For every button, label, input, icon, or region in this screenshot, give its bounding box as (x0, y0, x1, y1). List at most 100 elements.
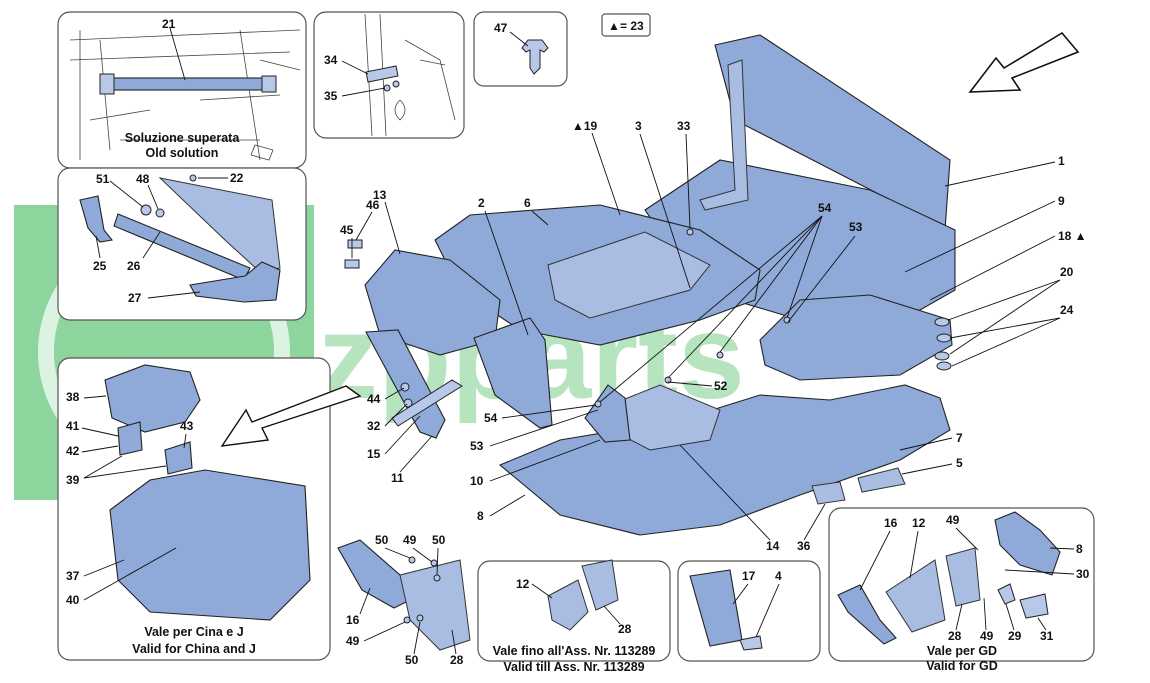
callout-16-bottom: 16 (346, 613, 360, 627)
callout-47: 47 (494, 21, 508, 35)
callout-46: 46 (366, 198, 380, 212)
panel-china-j: 38 41 42 43 39 37 40 Vale per Cina e J V… (57, 357, 362, 661)
part-strip (699, 59, 749, 211)
callout-38: 38 (66, 390, 80, 404)
part-28-till (581, 559, 619, 611)
callout-22: 22 (230, 171, 244, 185)
caption-old-solution-en: Old solution (146, 146, 219, 160)
part-16-bottom (337, 539, 411, 609)
callout-50-a: 50 (375, 533, 389, 547)
callout-12-gd: 12 (912, 516, 926, 530)
callout-35: 35 (324, 89, 338, 103)
part-34 (365, 65, 399, 83)
callout-3: 3 (635, 119, 642, 133)
callout-20: 20 (1060, 265, 1074, 279)
panel-till-ass: 12 28 Vale fino all'Ass. Nr. 113289 Vali… (477, 559, 671, 674)
callout-53-bottom: 53 (470, 439, 484, 453)
callout-32: 32 (367, 419, 381, 433)
callout-33: 33 (677, 119, 691, 133)
callout-11: 11 (391, 471, 404, 485)
callout-45: 45 (340, 223, 354, 237)
caption-old-solution-it: Soluzione superata (125, 131, 241, 145)
part-12-gd (885, 559, 946, 633)
callout-12-till: 12 (516, 577, 530, 591)
callout-27: 27 (128, 291, 142, 305)
callout-54-top: 54 (818, 201, 832, 215)
callout-50-b: 50 (432, 533, 446, 547)
part-12-till (547, 579, 589, 631)
legend-text: = 23 (620, 19, 644, 33)
callout-44: 44 (367, 392, 381, 406)
callout-49-gd-b: 49 (980, 629, 994, 643)
caption-china-en: Valid for China and J (132, 642, 256, 656)
caption-china-it: Vale per Cina e J (144, 625, 243, 639)
callout-36: 36 (797, 539, 811, 553)
callout-10: 10 (470, 474, 484, 488)
callout-21: 21 (162, 17, 176, 31)
panel-47: 47 (473, 11, 568, 87)
callout-50-c: 50 (405, 653, 419, 667)
callout-9: 9 (1058, 194, 1065, 208)
callout-17: 17 (742, 569, 756, 583)
caption-gd-it: Vale per GD (927, 644, 997, 658)
callout-6: 6 (524, 196, 531, 210)
part-37-tub (109, 469, 311, 621)
callout-4: 4 (775, 569, 782, 583)
part-8-gd (994, 511, 1061, 576)
part-10 (584, 384, 631, 443)
callout-8-gd: 8 (1076, 542, 1083, 556)
callout-19: ▲19 (572, 119, 598, 133)
caption-gd-en: Valid for GD (926, 659, 998, 673)
part-25 (79, 195, 114, 243)
callout-16-gd: 16 (884, 516, 898, 530)
callout-24: 24 (1060, 303, 1074, 317)
panel-bracket-group: 51 48 22 25 26 27 (57, 167, 307, 321)
part-5 (857, 467, 906, 493)
callout-49-gd-a: 49 (946, 513, 960, 527)
callout-25: 25 (93, 259, 107, 273)
part-27 (189, 261, 281, 303)
group-bottom-bracket: 50 49 50 16 49 50 28 (337, 533, 471, 667)
legend-symbol: ▲ (608, 19, 620, 33)
part-21-bar (104, 77, 271, 91)
callout-51: 51 (96, 172, 110, 186)
callout-7: 7 (956, 431, 963, 445)
callout-5: 5 (956, 456, 963, 470)
callout-40: 40 (66, 593, 80, 607)
callout-15: 15 (367, 447, 381, 461)
part-38 (104, 364, 201, 433)
panel-34-35: 34 35 (313, 11, 465, 139)
part-4 (739, 635, 763, 651)
part-16-gd (837, 584, 897, 645)
callout-41: 41 (66, 419, 80, 433)
main-assembly: ▲19 3 33 2 6 1 9 18 ▲ 20 24 54 53 52 54 … (340, 34, 1087, 553)
callout-29-gd: 29 (1008, 629, 1022, 643)
callout-48: 48 (136, 172, 150, 186)
direction-arrow-main (968, 31, 1080, 93)
callout-31-gd: 31 (1040, 629, 1054, 643)
caption-till-ass-it: Vale fino all'Ass. Nr. 113289 (493, 644, 656, 658)
callout-13-label: 13 (373, 188, 387, 202)
part-39-plate (164, 441, 193, 475)
caption-till-ass-en: Valid till Ass. Nr. 113289 (503, 660, 644, 674)
callout-30-gd: 30 (1076, 567, 1090, 581)
callout-42: 42 (66, 444, 80, 458)
part-31-gd (1019, 593, 1049, 619)
callout-2: 2 (478, 196, 485, 210)
part-15 (391, 379, 463, 427)
part-29-gd (997, 583, 1016, 605)
callout-52: 52 (714, 379, 728, 393)
callout-28-gd: 28 (948, 629, 962, 643)
callout-18: 18 ▲ (1058, 229, 1087, 243)
callout-8-main: 8 (477, 509, 484, 523)
panel-17-4: 17 4 (677, 560, 821, 662)
part-42 (117, 421, 143, 456)
part-28-bottom (399, 559, 471, 651)
callout-28-till: 28 (618, 622, 632, 636)
callout-1: 1 (1058, 154, 1065, 168)
callout-34: 34 (324, 53, 338, 67)
callout-54-bottom: 54 (484, 411, 498, 425)
part-3-tunnel-cover (547, 231, 711, 319)
direction-arrow-china (220, 385, 362, 447)
